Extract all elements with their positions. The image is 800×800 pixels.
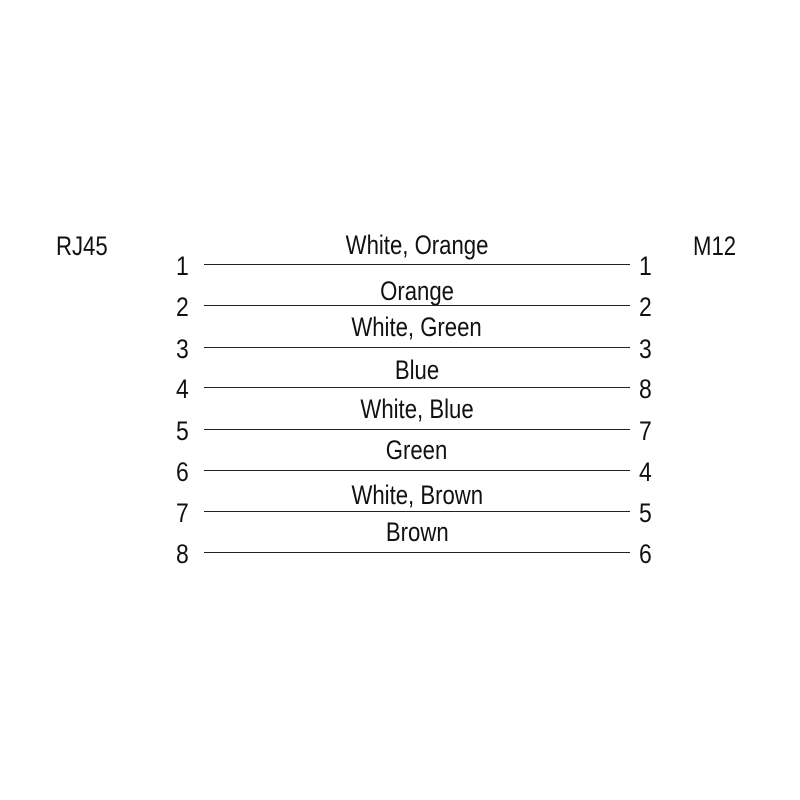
rj45-pin: 6	[176, 457, 189, 487]
wire-color-label: White, Orange	[345, 230, 489, 260]
m12-pin: 3	[639, 334, 652, 364]
rj45-pin: 3	[176, 334, 189, 364]
m12-connector-label: M12	[693, 231, 737, 261]
rj45-pin: 7	[176, 498, 189, 528]
wire-line	[204, 511, 630, 512]
m12-pin: 7	[639, 416, 652, 446]
wire-line	[204, 305, 630, 306]
m12-pin: 8	[639, 374, 652, 404]
wire-color-label: Brown	[385, 517, 449, 547]
wire-line	[204, 470, 630, 471]
rj45-pin: 1	[176, 251, 189, 281]
rj45-pin: 8	[176, 539, 189, 569]
rj45-pin: 5	[176, 416, 189, 446]
wire-color-label: Green	[386, 435, 448, 465]
wire-color-label: Blue	[394, 355, 440, 385]
m12-pin: 4	[639, 457, 652, 487]
wire-line	[204, 552, 630, 553]
rj45-connector-label: RJ45	[56, 231, 108, 261]
wire-line	[204, 264, 630, 265]
wire-color-label: White, Green	[351, 312, 483, 342]
m12-pin: 5	[639, 498, 652, 528]
wire-color-label: White, Brown	[351, 480, 483, 510]
rj45-pin: 4	[176, 374, 189, 404]
wire-color-label: White, Blue	[360, 394, 474, 424]
wire-line	[204, 347, 630, 348]
wire-line	[204, 387, 630, 388]
wire-color-label: Orange	[380, 276, 454, 306]
m12-pin: 1	[639, 251, 652, 281]
wire-line	[204, 429, 630, 430]
m12-pin: 2	[639, 292, 652, 322]
rj45-pin: 2	[176, 292, 189, 322]
m12-pin: 6	[639, 539, 652, 569]
